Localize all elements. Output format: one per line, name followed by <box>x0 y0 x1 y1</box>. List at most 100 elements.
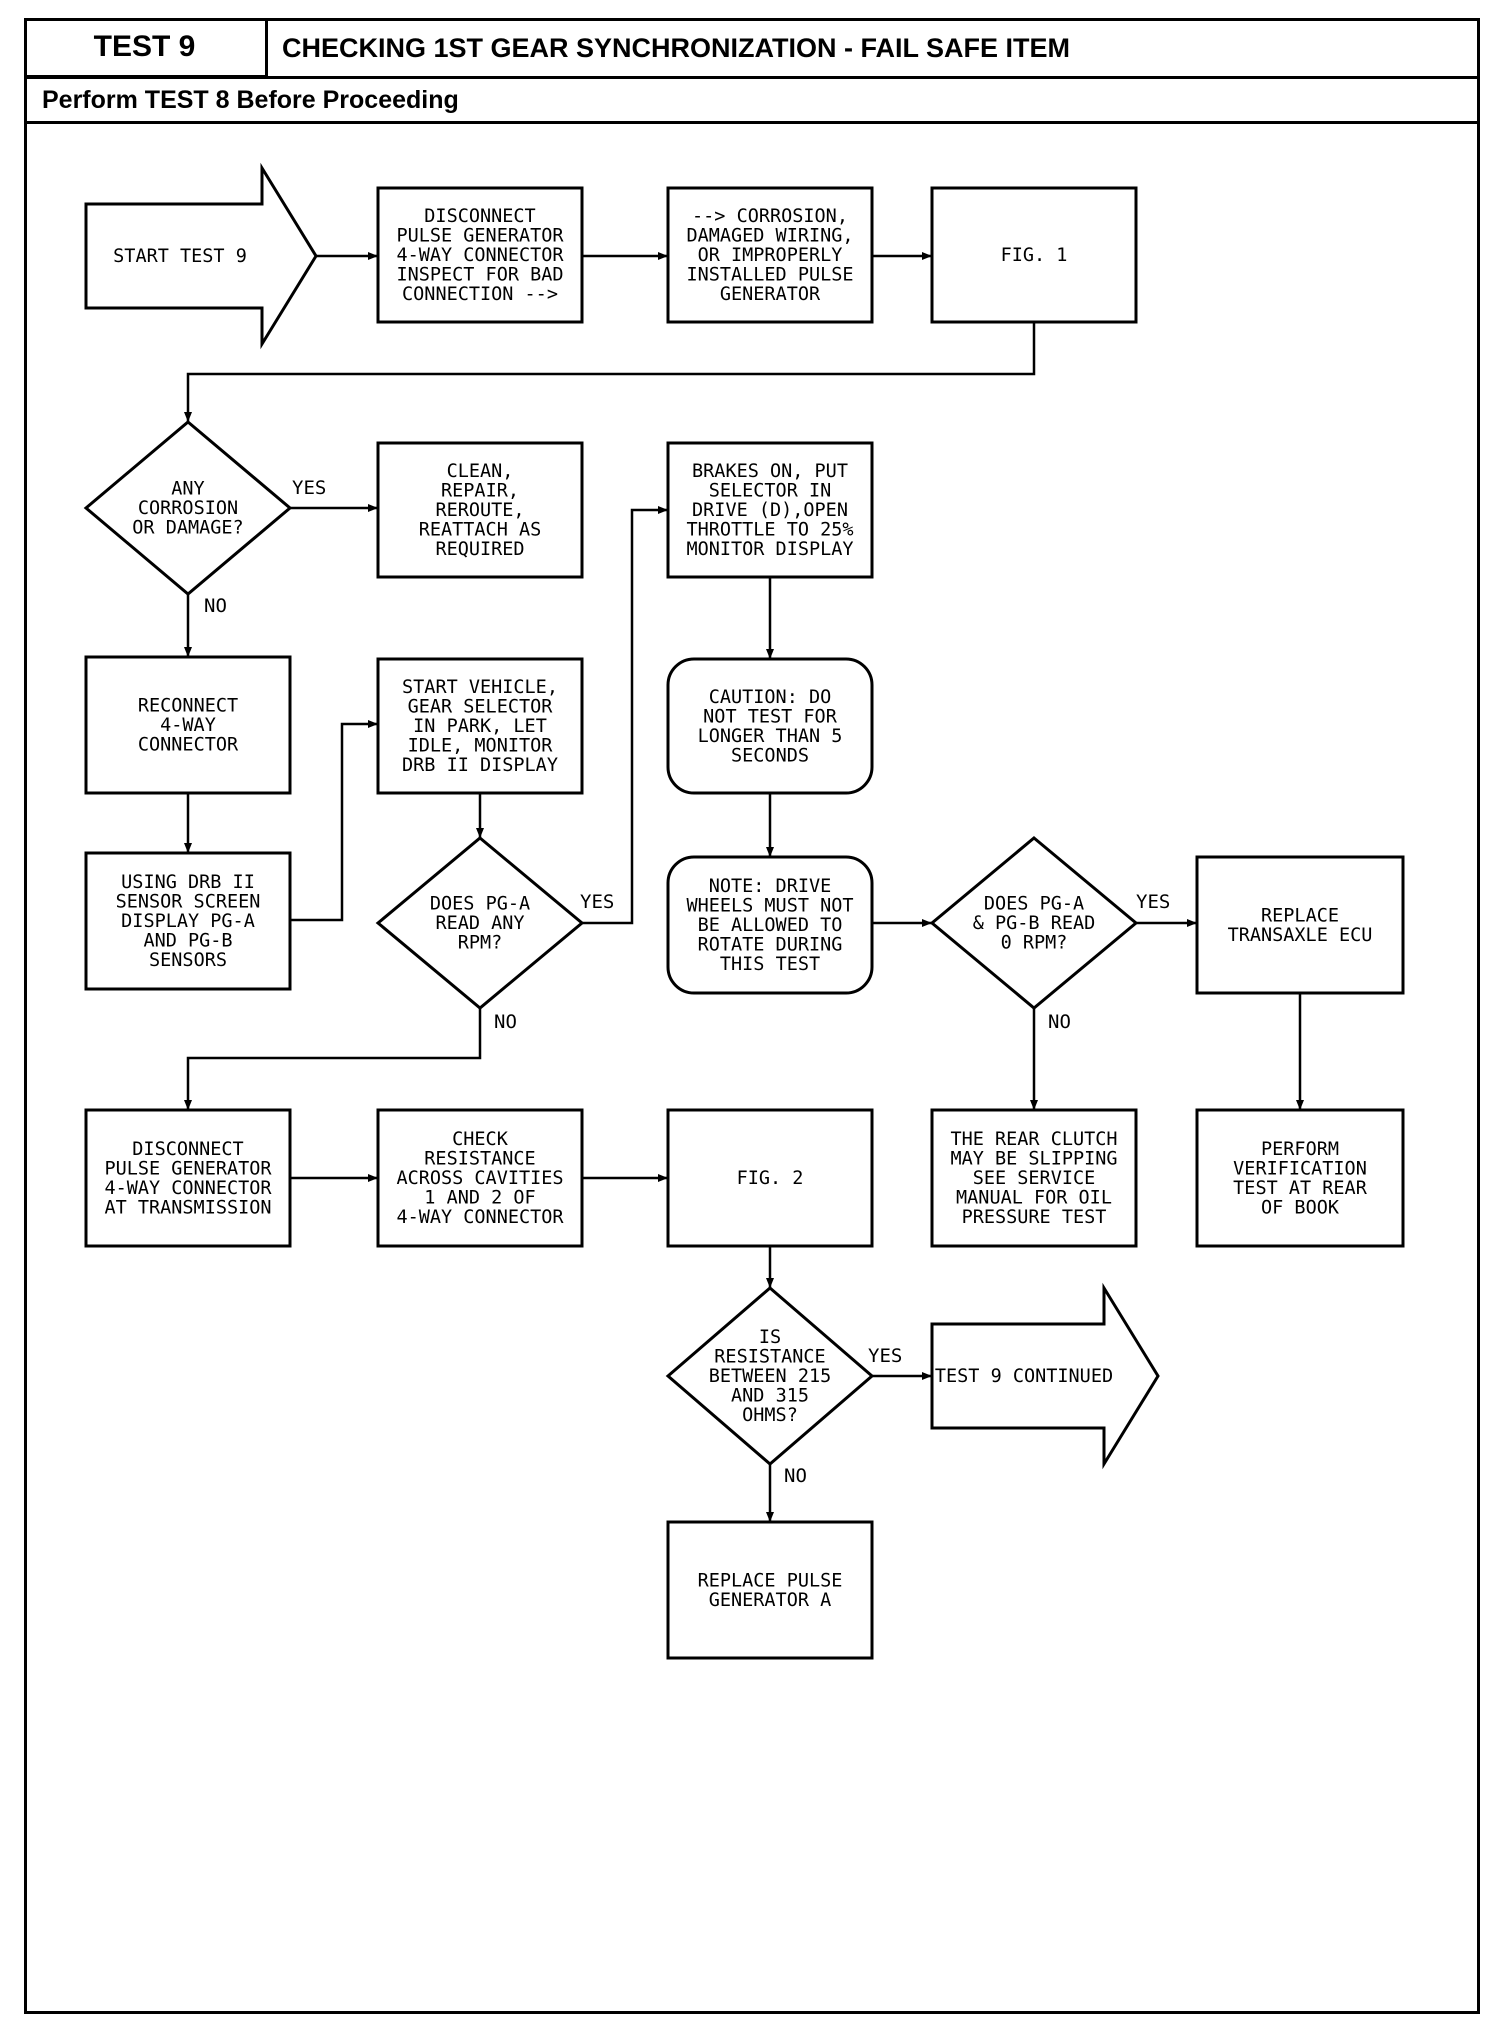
node-pga-pgb-zero-line: DOES PG-A <box>984 894 1084 915</box>
node-fig1: FIG. 1 <box>930 186 1138 324</box>
node-reconnect-line: 4-WAY <box>160 715 216 736</box>
node-any-corrosion-line: CORROSION <box>138 498 238 519</box>
node-resistance-range-line: RESISTANCE <box>714 1347 825 1368</box>
node-corrosion-note: --> CORROSION,DAMAGED WIRING,OR IMPROPER… <box>666 186 874 324</box>
node-disconnect-pg-line: DISCONNECT <box>424 206 535 227</box>
node-disconnect-trans-line: 4-WAY CONNECTOR <box>104 1178 272 1199</box>
node-pga-rpm-line: RPM? <box>458 933 503 954</box>
node-corrosion-note-line: INSTALLED PULSE <box>686 265 853 286</box>
edge-label-yes: YES <box>1136 891 1170 913</box>
node-brakes-line: SELECTOR IN <box>709 481 832 502</box>
node-brakes-line: THROTTLE TO 25% <box>686 520 853 541</box>
node-using-drb-line: SENSORS <box>149 950 227 971</box>
node-replace-ecu-line: REPLACE <box>1261 905 1339 926</box>
node-test9-continued: TEST 9 CONTINUED <box>930 1282 1160 1470</box>
node-pga-rpm-line: READ ANY <box>435 913 524 934</box>
node-fig1-line: FIG. 1 <box>1001 245 1068 266</box>
node-fig2-line: FIG. 2 <box>737 1168 804 1189</box>
node-resistance-range-line: IS <box>759 1327 781 1348</box>
node-clean-line: REATTACH AS <box>419 520 542 541</box>
node-start-vehicle-line: DRB II DISPLAY <box>402 755 558 776</box>
node-brakes-line: BRAKES ON, PUT <box>692 461 848 482</box>
node-disconnect-trans-line: PULSE GENERATOR <box>104 1158 272 1179</box>
node-start-vehicle-line: IN PARK, LET <box>413 716 547 737</box>
node-start-vehicle-line: IDLE, MONITOR <box>408 736 554 757</box>
node-resistance-range-line: BETWEEN 215 <box>709 1366 832 1387</box>
node-clean-line: REPAIR, <box>441 481 519 502</box>
node-start-line: START TEST 9 <box>113 246 247 267</box>
node-any-corrosion-line: ANY <box>171 479 204 500</box>
prerequisite-note: Perform TEST 8 Before Proceeding <box>42 85 459 114</box>
node-replace-ecu-line: TRANSAXLE ECU <box>1228 925 1373 946</box>
node-brakes-line: DRIVE (D),OPEN <box>692 500 848 521</box>
node-note-wheels-line: ROTATE DURING <box>698 935 843 956</box>
node-corrosion-note-line: GENERATOR <box>720 284 821 305</box>
node-corrosion-note-line: OR IMPROPERLY <box>698 245 843 266</box>
node-start-vehicle-line: START VEHICLE, <box>402 677 558 698</box>
node-caution-line: CAUTION: DO <box>709 687 832 708</box>
node-check-resistance-line: 1 AND 2 OF <box>424 1188 535 1209</box>
node-using-drb-line: SENSOR SCREEN <box>116 892 261 913</box>
node-reconnect-line: CONNECTOR <box>138 735 239 756</box>
node-note-wheels-line: WHEELS MUST NOT <box>686 896 853 917</box>
node-verification-line: PERFORM <box>1261 1139 1339 1160</box>
edge-label-no: NO <box>784 1465 807 1487</box>
node-check-resistance-line: ACROSS CAVITIES <box>396 1168 563 1189</box>
flow-edge <box>184 322 1036 422</box>
node-disconnect-pg-line: CONNECTION --> <box>402 284 558 305</box>
node-clean-line: REQUIRED <box>435 539 524 560</box>
node-replace-pg-line: GENERATOR A <box>709 1590 832 1611</box>
node-caution-line: SECONDS <box>731 745 809 766</box>
node-rear-clutch-line: MAY BE SLIPPING <box>950 1149 1117 1170</box>
node-verification-line: OF BOOK <box>1261 1197 1340 1218</box>
node-corrosion-note-line: --> CORROSION, <box>692 206 848 227</box>
node-fig2: FIG. 2 <box>666 1108 874 1248</box>
node-corrosion-note-line: DAMAGED WIRING, <box>686 226 853 247</box>
node-clean-line: REROUTE, <box>435 500 524 521</box>
node-using-drb-line: AND PG-B <box>143 931 232 952</box>
flow-edge <box>184 1008 482 1110</box>
node-check-resistance-line: 4-WAY CONNECTOR <box>396 1207 564 1228</box>
node-disconnect-pg-line: PULSE GENERATOR <box>396 226 564 247</box>
node-note-wheels-line: THIS TEST <box>720 954 820 975</box>
node-start-vehicle-line: GEAR SELECTOR <box>408 697 554 718</box>
node-caution-line: LONGER THAN 5 <box>698 726 843 747</box>
node-check-resistance-line: CHECK <box>452 1129 509 1150</box>
header-divider-bottom <box>24 121 1480 124</box>
node-check-resistance-line: RESISTANCE <box>424 1149 535 1170</box>
node-start: START TEST 9 <box>84 162 318 350</box>
node-rear-clutch-line: THE REAR CLUTCH <box>950 1129 1117 1150</box>
flow-edge <box>582 506 668 925</box>
edge-label-no: NO <box>204 595 227 617</box>
node-brakes-line: MONITOR DISPLAY <box>686 539 853 560</box>
page-frame <box>24 18 1480 2014</box>
node-pga-pgb-zero-line: 0 RPM? <box>1001 933 1068 954</box>
node-verification-line: TEST AT REAR <box>1233 1178 1368 1199</box>
node-note-wheels-line: NOTE: DRIVE <box>709 876 832 897</box>
edge-label-yes: YES <box>580 891 614 913</box>
node-using-drb-line: USING DRB II <box>121 872 255 893</box>
edge-label-yes: YES <box>868 1345 902 1367</box>
node-pga-pgb-zero-line: & PG-B READ <box>973 913 1096 934</box>
flow-edge <box>290 720 378 922</box>
node-rear-clutch-line: PRESSURE TEST <box>962 1207 1107 1228</box>
header-divider <box>24 76 1480 79</box>
node-pga-rpm-line: DOES PG-A <box>430 894 530 915</box>
